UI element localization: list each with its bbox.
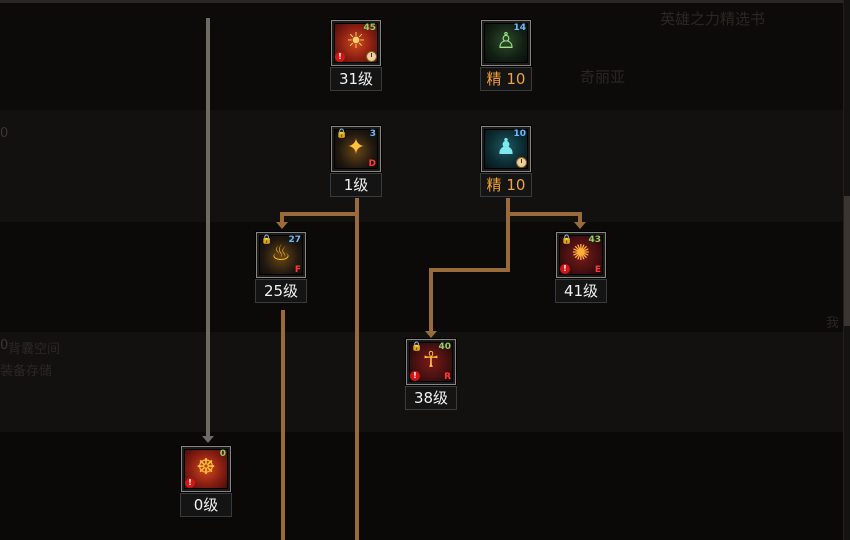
skill-icon[interactable]: ☀ 45 ! — [331, 20, 381, 66]
background-label: 我 — [826, 316, 840, 331]
skill-point-count: 3 — [369, 129, 376, 139]
skill-icon[interactable]: ✺ 🔒 43 ! E — [556, 232, 606, 278]
connector-arrow — [276, 222, 288, 229]
background-title: 英雄之力精选书 — [660, 10, 766, 28]
sun-rune-icon: ☀ — [346, 29, 366, 54]
top-border — [0, 0, 850, 3]
skill-point-count: 27 — [288, 235, 301, 245]
skill-icon[interactable]: ✦ 🔒 3 D — [331, 126, 381, 172]
row-band — [0, 432, 845, 540]
vortex-icon: ✺ — [571, 241, 591, 266]
skill-level-label: 1级 — [330, 173, 382, 197]
skill-grade-badge: F — [294, 265, 301, 275]
cooldown-clock-icon — [516, 157, 527, 168]
skill-essence-label: 精 10 — [480, 173, 532, 197]
skill-level-label: 25级 — [255, 279, 307, 303]
connector-line — [429, 268, 510, 272]
warrior-figure-icon: ☥ — [422, 348, 440, 373]
connector-line — [355, 198, 359, 540]
scrollbar-thumb[interactable] — [844, 196, 850, 326]
skill-icon[interactable]: ♙ 14 — [481, 20, 531, 66]
row-band — [0, 222, 845, 332]
connector-line — [280, 212, 359, 216]
skill-point-count: 45 — [363, 23, 376, 33]
skill-essence-label: 精 10 — [480, 67, 532, 91]
skill-point-count: 0 — [219, 449, 226, 459]
skill-slot-38[interactable]: ☥ 🔒 40 ! R 38级 — [405, 339, 457, 413]
connector-line — [281, 310, 285, 540]
skill-grade-badge: E — [594, 265, 601, 275]
skill-slot-1[interactable]: ✦ 🔒 3 D 1级 — [330, 126, 382, 200]
skill-slot-essence-14[interactable]: ♙ 14 精 10 — [480, 20, 532, 94]
skill-icon[interactable]: ☸ 0 ! — [181, 446, 231, 492]
skill-icon[interactable]: ♟ 10 — [481, 126, 531, 172]
skill-slot-0[interactable]: ☸ 0 ! 0级 — [180, 446, 232, 520]
warning-icon: ! — [335, 52, 345, 62]
connector-line — [578, 212, 582, 224]
skill-slot-31[interactable]: ☀ 45 ! 31级 — [330, 20, 382, 94]
essence-prefix: 精 — [486, 70, 502, 88]
flame-slash-icon: ♨ — [271, 241, 291, 266]
skill-point-count: 40 — [438, 342, 451, 352]
skill-point-count: 43 — [588, 235, 601, 245]
connector-line — [429, 268, 433, 332]
background-number: 0 — [0, 338, 9, 353]
row-band — [0, 110, 845, 222]
essence-prefix: 精 — [486, 176, 502, 194]
kneeling-figure-icon: ♟ — [496, 135, 516, 160]
cooldown-clock-icon — [366, 51, 377, 62]
skill-slot-essence-10[interactable]: ♟ 10 精 10 — [480, 126, 532, 200]
body-figure-icon: ♙ — [496, 29, 516, 54]
lock-icon: 🔒 — [336, 129, 348, 139]
skill-level-label: 38级 — [405, 386, 457, 410]
skill-point-count: 10 — [513, 129, 526, 139]
warning-icon: ! — [560, 264, 570, 274]
background-number: 0 — [0, 126, 9, 141]
skill-level-label: 31级 — [330, 67, 382, 91]
skill-level-label: 41级 — [555, 279, 607, 303]
connector-arrow — [202, 436, 214, 443]
connector-arrow — [425, 331, 437, 338]
connector-line — [280, 212, 284, 224]
row-band — [0, 0, 845, 110]
connector-arrow — [574, 222, 586, 229]
background-label: 背囊空间 — [8, 342, 61, 357]
essence-value: 10 — [506, 70, 526, 88]
vitruvian-figure-icon: ☸ — [196, 455, 216, 480]
background-name: 奇丽亚 — [580, 68, 626, 86]
skill-point-count: 14 — [513, 23, 526, 33]
skill-slot-41[interactable]: ✺ 🔒 43 ! E 41级 — [555, 232, 607, 306]
skill-slot-25[interactable]: ♨ 🔒 27 F 25级 — [255, 232, 307, 306]
warning-icon: ! — [410, 371, 420, 381]
warning-icon: ! — [185, 478, 195, 488]
lock-icon: 🔒 — [261, 235, 273, 245]
lock-icon: 🔒 — [411, 342, 423, 352]
skill-level-label: 0级 — [180, 493, 232, 517]
essence-value: 10 — [506, 176, 526, 194]
connector-line — [506, 198, 510, 272]
skill-icon[interactable]: ♨ 🔒 27 F — [256, 232, 306, 278]
background-label: 装备存储 — [0, 364, 53, 379]
skill-grade-badge: R — [444, 372, 451, 382]
connector-line — [206, 18, 210, 438]
lock-icon: 🔒 — [561, 235, 573, 245]
skill-icon[interactable]: ☥ 🔒 40 ! R — [406, 339, 456, 385]
skill-grade-badge: D — [368, 159, 376, 169]
connector-line — [506, 212, 582, 216]
spark-figure-icon: ✦ — [346, 135, 366, 160]
